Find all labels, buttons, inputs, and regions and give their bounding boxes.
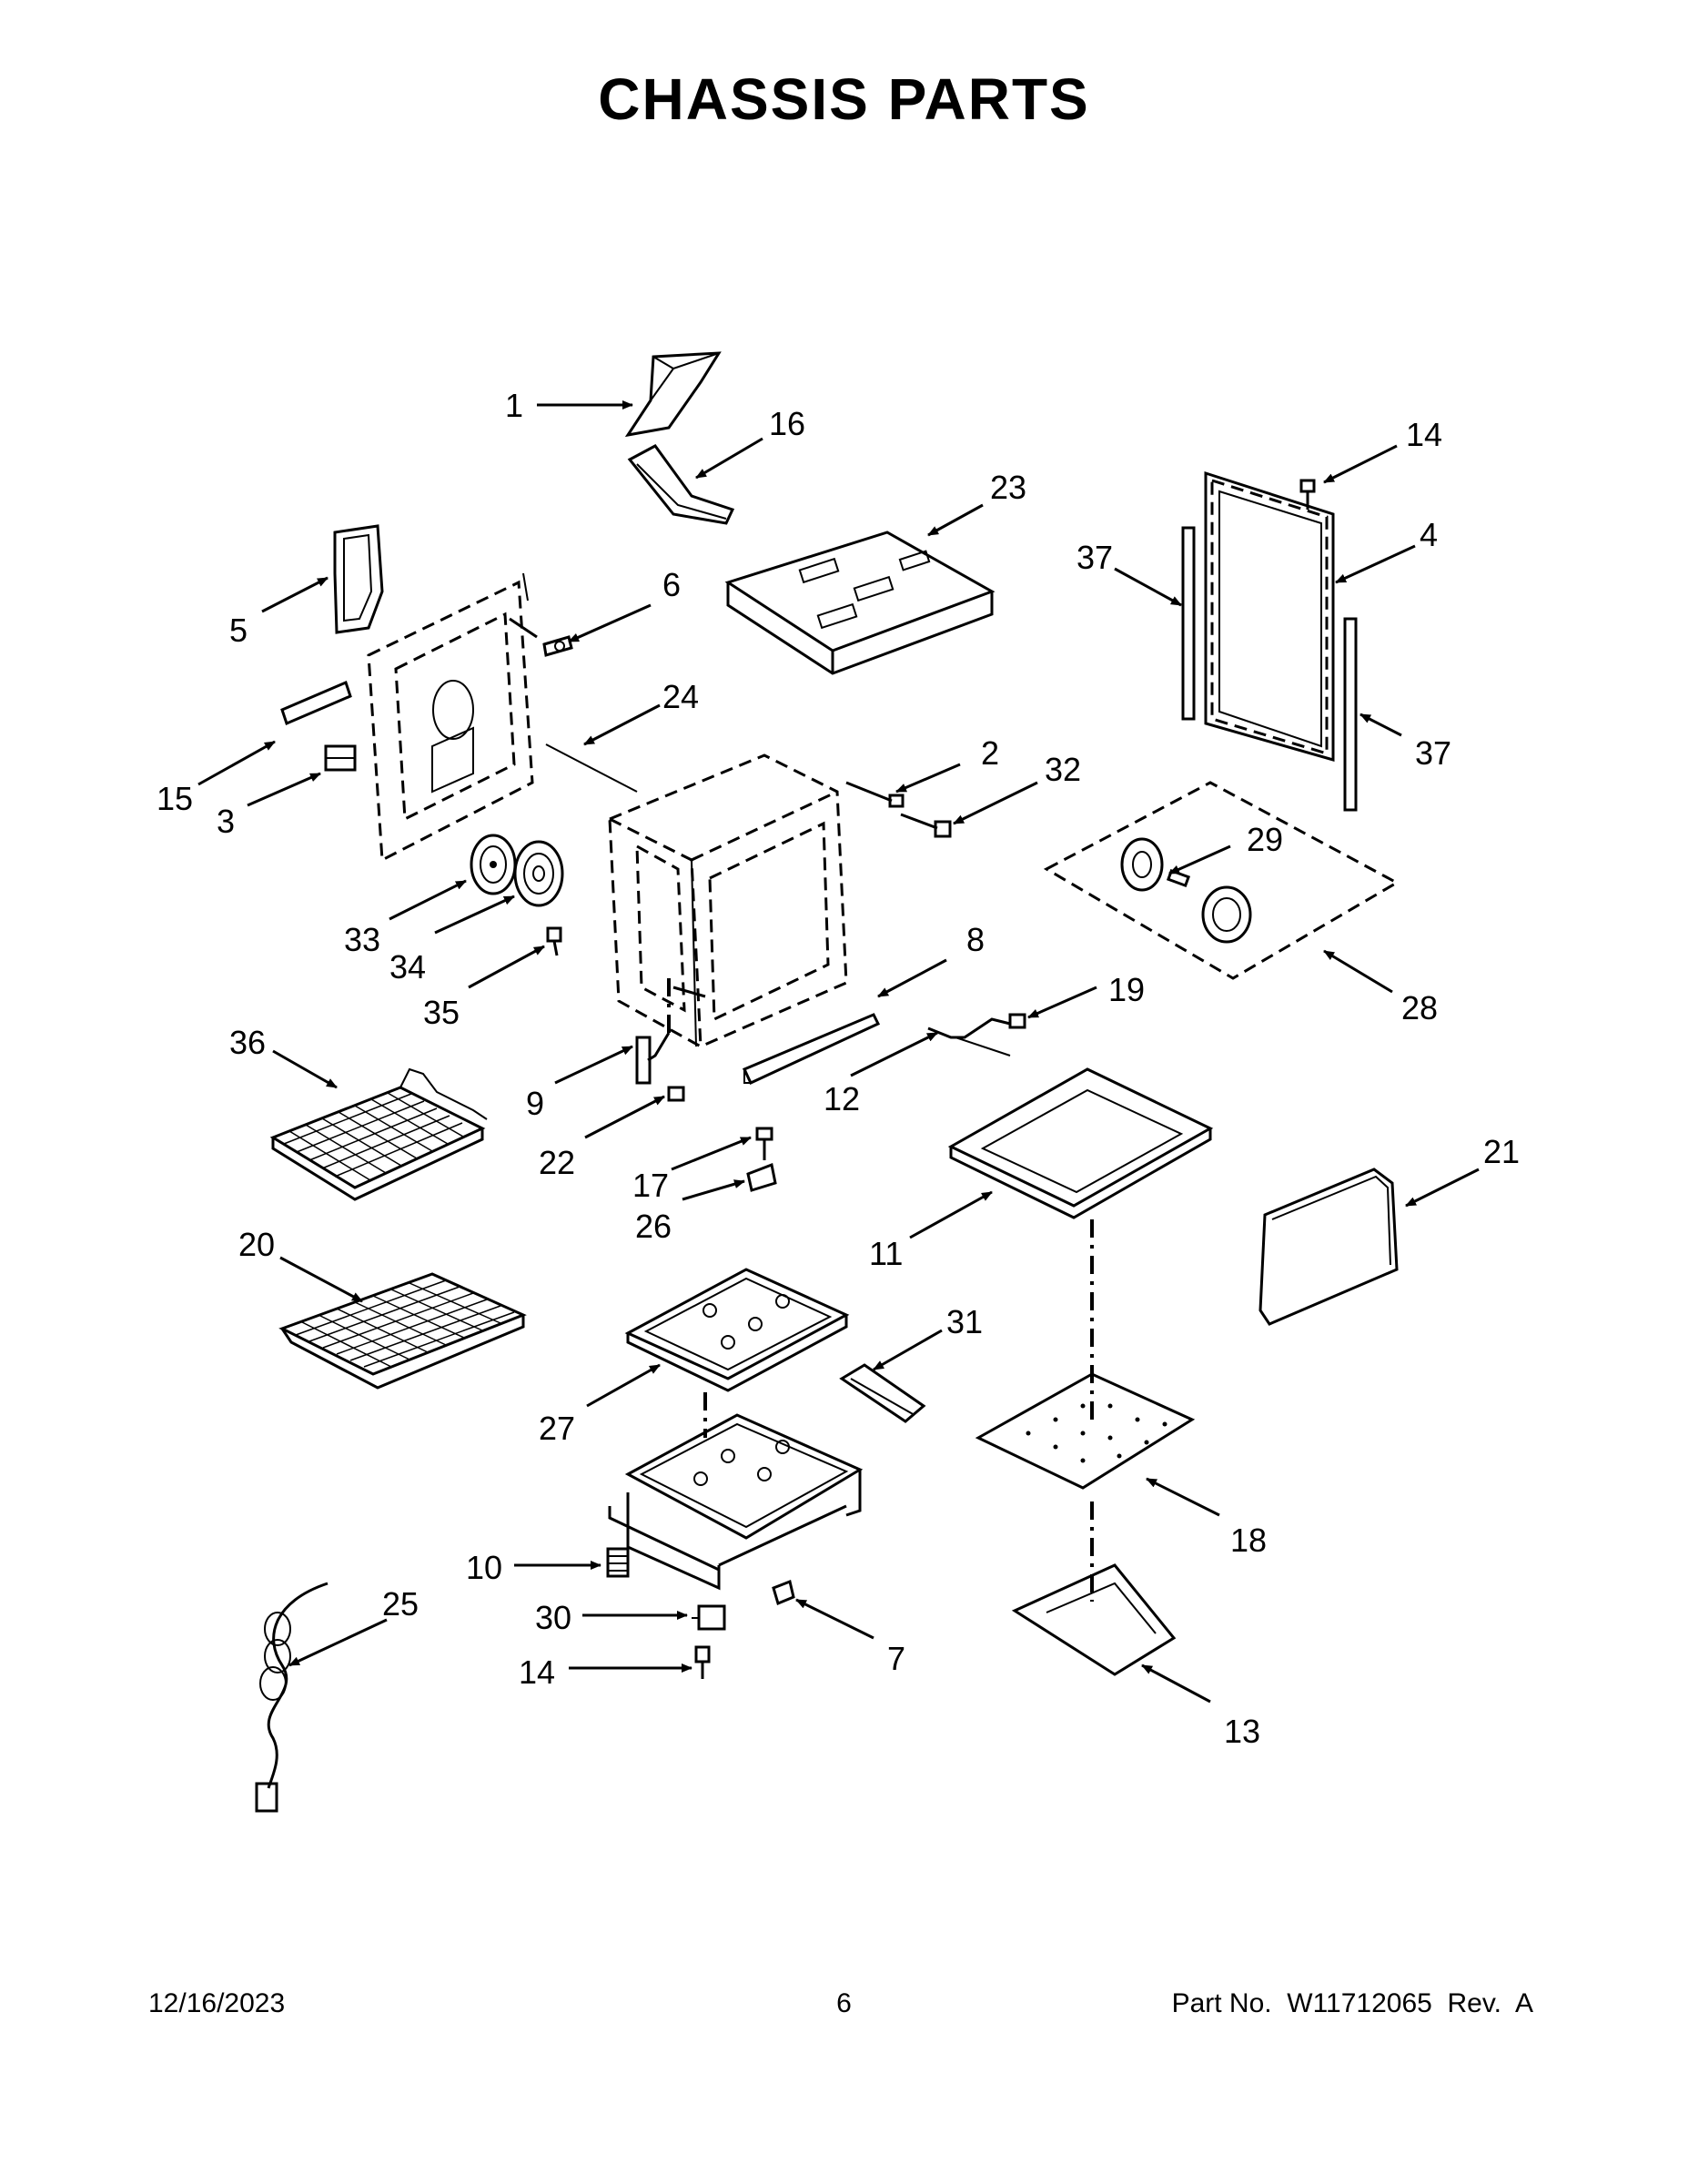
part-6-pin [509, 617, 573, 657]
callout-4: 4 [1420, 516, 1438, 553]
part-32-screw [900, 813, 952, 838]
callout-labels: 1 16 14 23 37 4 5 6 24 37 15 3 2 32 29 3… [157, 387, 1520, 1750]
callout-18: 18 [1230, 1522, 1267, 1559]
callout-31: 31 [946, 1303, 983, 1340]
callout-30: 30 [535, 1599, 571, 1636]
part-11-oven-bottom [947, 1067, 1214, 1219]
footer-date: 12/16/2023 [148, 1988, 286, 2018]
callout-11: 11 [869, 1235, 903, 1272]
callout-25: 25 [382, 1585, 419, 1623]
callout-35: 35 [423, 994, 460, 1031]
callout-15: 15 [157, 780, 193, 817]
part-4-door-frame [1204, 470, 1335, 762]
part-22-screw [667, 1086, 685, 1102]
part-15-rail [280, 680, 352, 726]
part-rear-panel [367, 572, 534, 863]
callout-19: 19 [1108, 971, 1145, 1008]
callout-12: 12 [824, 1080, 860, 1117]
part-26-clip [746, 1162, 777, 1192]
part-20-oven-rack [278, 1272, 527, 1390]
callout-2: 2 [981, 734, 999, 772]
callout-22: 22 [539, 1144, 575, 1181]
part-30-valve [692, 1604, 726, 1631]
part-3-bracket [324, 744, 357, 772]
part-14-screw-bottom [694, 1645, 711, 1679]
callout-29: 29 [1247, 821, 1283, 858]
part-19-screw [1008, 1013, 1026, 1029]
part-16-vent-trim [627, 444, 735, 525]
part-31-bracket [839, 1363, 926, 1423]
footer-part-number: Part No. W11712065 Rev. A [1171, 1988, 1533, 2018]
part-37-gasket-left [1181, 526, 1196, 721]
callout-37: 37 [1415, 734, 1451, 772]
page-title: CHASSIS PARTS [598, 66, 1090, 132]
part-13-bottom-cover [1011, 1502, 1177, 1676]
callout-13: 13 [1224, 1713, 1260, 1750]
part-18-shield [975, 1219, 1196, 1490]
callout-16: 16 [769, 405, 805, 442]
callout-20: 20 [238, 1226, 275, 1263]
callout-26: 26 [635, 1208, 672, 1245]
callout-28: 28 [1401, 989, 1438, 1026]
part-35-screw [546, 926, 562, 956]
callout-17: 17 [632, 1167, 669, 1204]
callout-37: 37 [1076, 539, 1113, 576]
part-10-orifice [606, 1547, 630, 1578]
callout-14: 14 [519, 1653, 555, 1691]
part-33-fan [470, 834, 517, 895]
part-25-power-cord [255, 1582, 329, 1813]
part-2-screw [845, 781, 905, 808]
part-23-support-pan [724, 531, 996, 675]
part-base-pan [608, 1392, 864, 1591]
callout-8: 8 [966, 921, 985, 958]
callout-1: 1 [505, 387, 523, 424]
callout-32: 32 [1045, 751, 1081, 788]
callout-36: 36 [229, 1024, 266, 1061]
callout-23: 23 [990, 469, 1026, 506]
callout-33: 33 [344, 921, 380, 958]
callout-9: 9 [526, 1085, 544, 1122]
part-17-screw [755, 1127, 773, 1160]
callout-3: 3 [217, 803, 235, 840]
callout-6: 6 [662, 566, 681, 603]
footer-page-number: 6 [836, 1988, 852, 2018]
leader-lines [197, 400, 1480, 1704]
callout-21: 21 [1483, 1133, 1520, 1170]
part-36-oven-rack [269, 1067, 488, 1201]
part-12-sensor [927, 1017, 1011, 1057]
part-24-oven-cavity [545, 743, 848, 1048]
part-7-clip [772, 1579, 795, 1606]
part-8-trim [742, 1013, 881, 1085]
callout-27: 27 [539, 1410, 575, 1447]
callout-7: 7 [887, 1640, 905, 1677]
part-27-burner-pan [624, 1268, 850, 1392]
callout-10: 10 [466, 1549, 502, 1586]
part-21-element [1258, 1168, 1399, 1326]
part-9-hinge [635, 978, 706, 1085]
callout-24: 24 [662, 678, 699, 715]
callout-5: 5 [229, 612, 248, 649]
part-14-screw-top [1299, 479, 1316, 510]
part-34-fan-cover [513, 840, 564, 907]
part-37-gasket-right [1343, 617, 1358, 812]
part-1-vent [624, 351, 722, 438]
part-28-kit [1043, 781, 1400, 980]
part-5-bracket [333, 524, 384, 634]
callout-14: 14 [1406, 416, 1442, 453]
callout-34: 34 [389, 948, 426, 986]
part-29-motor [1120, 837, 1252, 944]
